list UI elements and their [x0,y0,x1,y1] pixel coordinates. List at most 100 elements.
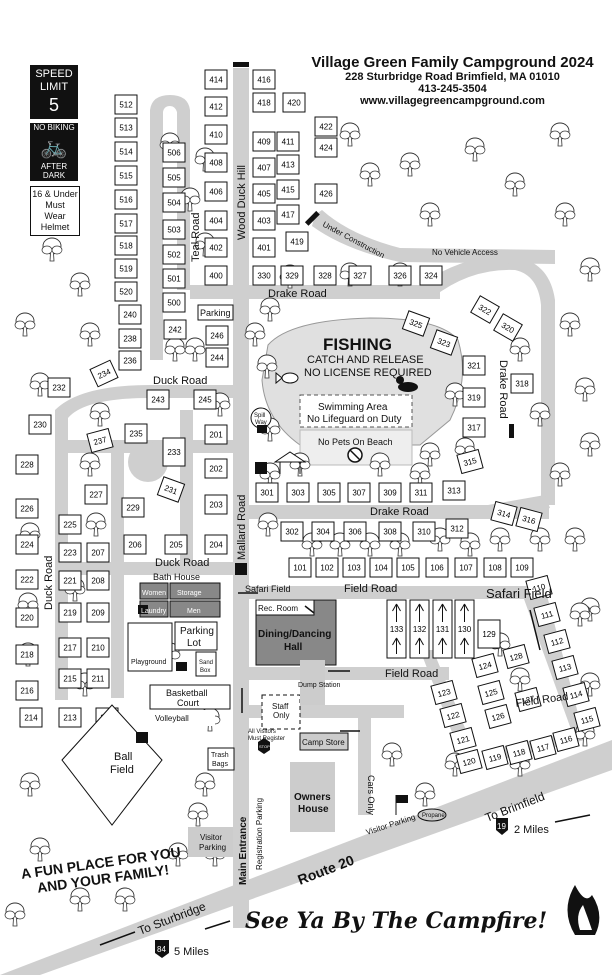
campsite-box [543,628,571,655]
campsite-box [114,281,138,302]
campsite-box [386,599,407,659]
campsite-240: 240 [118,304,142,325]
road-wood-duck-hill: Wood Duck Hill [236,165,248,240]
campsite-224: 224 [15,534,39,555]
campsite-box [146,389,170,410]
campsite-box [409,482,433,503]
campsite-number: 109 [515,564,529,573]
campsite-number: 126 [491,711,507,723]
helmet-sign: 16 & Under Must Wear Helmet [30,186,80,236]
campsite-number: 317 [467,424,481,433]
campsite-box [317,482,341,503]
campsite-number: 515 [119,172,133,181]
playground: Playground [131,659,167,666]
campsite-number: 228 [20,461,34,470]
campsite-230: 230 [28,414,52,435]
campsite-box [124,423,148,444]
campsite-221: 221 [58,570,82,591]
campsite-216: 216 [15,680,39,701]
campsite-323: 323 [429,329,459,356]
roads [0,68,612,975]
website[interactable]: www.villagegreencampground.com [360,95,545,107]
campsite-box [58,514,82,535]
bath-house: Bath House [153,572,200,582]
campsite-number: 108 [488,564,502,573]
campsite-box [412,521,436,542]
helmet-line1: 16 & Under [32,189,78,199]
campsite-311: 311 [409,482,433,503]
campsite-number: 409 [257,138,271,147]
campsite-number: 328 [318,272,332,281]
campsite-box [84,484,108,505]
campsite-box [348,265,372,286]
campsite-number: 120 [462,756,478,768]
campsite-516: 516 [114,189,138,210]
spill-way-2: Way [255,420,267,426]
campsite-number: 113 [558,662,573,674]
campsite-box [551,654,579,681]
camp-store: Camp Store [302,738,345,747]
campsite-420: 420 [282,92,306,113]
up-arrow-icon [415,603,424,654]
campsite-box [19,707,43,728]
road-duck-left: Duck Road [43,556,55,610]
campsite-box [439,702,467,729]
campsite-box [477,679,505,706]
campsite-number: 225 [63,521,77,530]
campsite-box [121,497,145,518]
staff-1: Staff [272,702,289,711]
campsite-208: 208 [86,570,110,591]
volleyball: Volleyball [155,714,189,723]
campsite-box [58,570,82,591]
campsite-119: 119 [481,744,509,771]
road-teal: Teal Road [190,212,202,262]
campsite-number: 243 [151,396,165,405]
campsite-314: 314 [490,500,518,527]
campsite-number: 324 [424,272,438,281]
campsite-box [204,494,228,515]
campsite-number: 303 [291,489,305,498]
campsite-303: 303 [286,482,310,503]
campsite-box [425,557,449,578]
campsite-box [552,726,580,753]
campsite-box [515,506,543,533]
stop-sign-icon [258,738,270,754]
trash-2: Bags [212,761,228,768]
campsite-number: 311 [415,489,428,498]
men: Men [187,608,201,615]
helmet-line3: Wear [44,211,66,221]
campsite-number: 410 [209,131,223,140]
no-pets-icon [347,447,363,463]
campsite-number: 323 [436,336,452,349]
campsite-307: 307 [347,482,371,503]
campsite-box [118,304,142,325]
campsite-204: 204 [204,534,228,555]
campsite-number: 505 [167,174,181,183]
campsite-422: 422 [314,116,338,137]
no-lifeguard: No Lifeguard on Duty [307,414,402,425]
campsite-box [454,557,478,578]
campsite-box [396,557,420,578]
campsite-number: 400 [209,272,223,281]
campsite-number: 115 [580,714,595,726]
campsite-234: 234 [89,359,119,388]
campsite-108: 108 [483,557,507,578]
campsite-box [462,355,486,376]
campsite-number: 220 [20,614,34,623]
campsite-number: 313 [447,487,461,496]
campsite-box [313,265,337,286]
campsite-517: 517 [114,213,138,234]
campsite-box [204,210,228,231]
parking-lot-2: Lot [187,638,201,649]
miles-5: 5 Miles [174,946,209,958]
campsite-102: 102 [315,557,339,578]
flag-icon [395,795,408,815]
campsite-number: 412 [209,103,223,112]
campsite-box [449,726,477,753]
campsite-418: 418 [252,92,276,113]
campsite-419: 419 [285,231,309,252]
campsite-box [123,534,147,555]
shield-84: 84 [157,945,166,954]
road-field-top: Field Road [344,583,397,595]
campsite-box [562,681,590,708]
